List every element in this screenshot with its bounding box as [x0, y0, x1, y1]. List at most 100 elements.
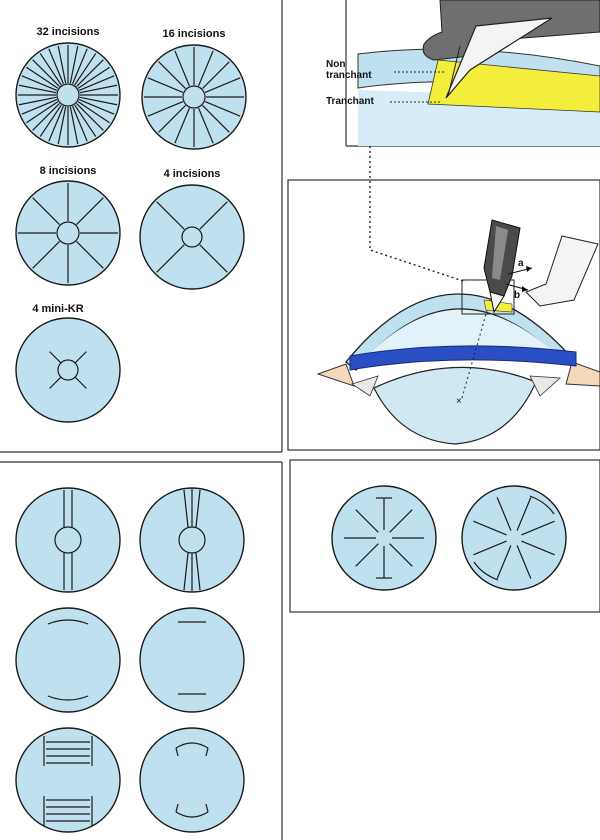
cornea-4-radial: [139, 184, 245, 290]
radial-incision: [174, 107, 190, 144]
label-4-incisions: 4 incisions: [164, 168, 221, 180]
radial-incision: [72, 48, 88, 85]
radial-incision: [49, 376, 62, 389]
radial-incision: [21, 99, 58, 115]
label-tranchant-sub: tranchant: [326, 70, 372, 81]
radial-incision: [202, 105, 230, 133]
panel-incision-patterns: 32 incisions 16 incisions 8 incisions 4 …: [15, 26, 247, 423]
radial-incision: [78, 75, 115, 91]
radial-incision: [26, 66, 59, 89]
radial-incision: [74, 53, 97, 86]
cornea-arcuate: [15, 607, 121, 713]
label-32-incisions: 32 incisions: [37, 26, 100, 38]
radial-incision: [198, 50, 214, 87]
radial-incision: [69, 106, 79, 145]
radial-incision: [204, 77, 241, 93]
radial-incision: [521, 520, 555, 536]
cornea-32-radial: [15, 42, 121, 148]
radial-incision: [57, 45, 67, 84]
dotted-connector: [369, 146, 467, 283]
radial-incision: [199, 201, 228, 230]
label-16-incisions: 16 incisions: [163, 28, 226, 40]
radial-incision: [57, 106, 67, 145]
radial-incision: [156, 201, 185, 230]
diamond-blade: [445, 17, 553, 99]
cornea-radial-with-t-cuts: [331, 485, 437, 591]
radial-incision: [355, 509, 379, 533]
radial-incision: [202, 61, 230, 89]
radial-incision: [76, 197, 104, 225]
lens: [373, 366, 537, 445]
radial-incision: [521, 540, 555, 556]
eye-cross-section: × a b: [316, 219, 600, 445]
radial-incision: [72, 105, 88, 142]
radial-incision: [48, 48, 64, 85]
panel-blade-detail: Non tranchant Tranchant ×: [316, 0, 600, 445]
radial-incision: [473, 520, 507, 536]
radial-incision: [147, 77, 184, 93]
radial-incision: [204, 101, 241, 117]
cornea-transverse: [139, 607, 245, 713]
cornea-16-radial: [141, 44, 247, 150]
radial-incision: [74, 376, 87, 389]
ladder-bottom: [43, 796, 93, 826]
radial-incision: [174, 50, 190, 87]
radial-incision: [21, 75, 58, 91]
radial-incision: [76, 103, 104, 131]
ladder-top: [43, 736, 93, 766]
radial-incision: [158, 105, 186, 133]
radial-incision: [147, 101, 184, 117]
radial-incision: [49, 351, 62, 364]
radial-incision: [496, 545, 512, 579]
radial-incision: [158, 61, 186, 89]
cornea-radial-splayed: [139, 487, 245, 593]
panel-combined-patterns: [331, 485, 567, 591]
cornea-radial-with-arcs: [461, 485, 567, 591]
radial-incision: [79, 84, 118, 94]
radial-incision: [77, 101, 110, 124]
radial-incision: [77, 66, 110, 89]
radial-incision: [39, 53, 62, 86]
radial-incision: [199, 244, 228, 273]
radial-incision: [48, 105, 64, 142]
ciliary-body-right: [529, 375, 561, 397]
ciliary-body-left: [351, 375, 379, 397]
radial-incision: [32, 103, 60, 131]
label-8-incisions: 8 incisions: [40, 165, 97, 177]
knife-footplate: [525, 235, 599, 307]
radial-incision: [69, 45, 79, 84]
radial-incision: [18, 84, 57, 94]
radial-incision: [198, 107, 214, 144]
knife-tip: [489, 291, 505, 314]
radial-incision: [76, 241, 104, 269]
radial-incision: [156, 244, 185, 273]
radial-incision: [76, 59, 104, 87]
cornea-bracket-arcs: [139, 727, 245, 833]
radial-incision: [32, 59, 60, 87]
label-tranchant: Tranchant: [326, 96, 374, 107]
radial-incision: [18, 96, 57, 106]
cornea-ruiz-ladder: [15, 727, 121, 833]
label-a: a: [518, 258, 524, 269]
radial-incision: [26, 101, 59, 124]
radial-incision: [32, 197, 60, 225]
radial-incision: [355, 543, 379, 567]
label-b: b: [514, 290, 520, 301]
radial-incision: [74, 104, 97, 137]
incision-yellow: [427, 59, 600, 113]
radial-incision: [74, 351, 87, 364]
radial-incision: [389, 543, 413, 567]
cornea-radial-vertical-pair: [15, 487, 121, 593]
radial-incision: [516, 545, 532, 579]
radial-incision: [473, 540, 507, 556]
cornea-4-mini-kr: [15, 317, 121, 423]
radial-incision: [79, 96, 118, 106]
iris: [349, 345, 577, 371]
radial-incision: [496, 497, 512, 531]
radial-incision: [39, 104, 62, 137]
radial-incision: [516, 497, 532, 531]
label-non: Non: [326, 59, 345, 70]
cornea-8-radial: [15, 180, 121, 286]
